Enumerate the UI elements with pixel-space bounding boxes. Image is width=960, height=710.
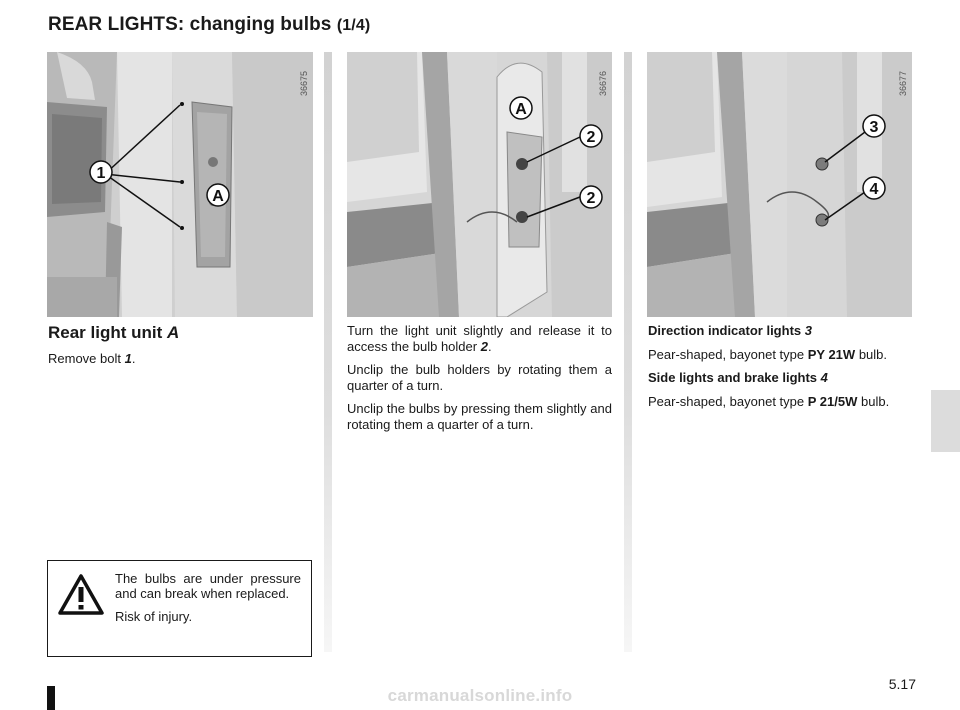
svg-text:2: 2 <box>587 190 596 207</box>
instruction-unclip-holders: Unclip the bulb holders by rotating them… <box>347 362 612 393</box>
figure-bulb-types: 3 4 36677 <box>647 52 912 317</box>
leader-line <box>104 104 181 175</box>
warning-risk: Risk of injury. <box>115 609 193 624</box>
leader-line <box>526 196 581 218</box>
leader-line <box>104 173 181 228</box>
callout-1: 1 <box>89 160 113 184</box>
svg-text:1: 1 <box>97 165 106 182</box>
leader-line <box>104 173 181 183</box>
instruction-turn-light-unit: Turn the light unit slightly and release… <box>347 323 612 354</box>
callout-3: 3 <box>862 114 886 138</box>
column-1-text: Rear light unit A Remove bolt 1. <box>48 323 312 374</box>
page-number: 5.17 <box>888 676 916 692</box>
figure-1-illustration: 1 A <box>47 52 313 317</box>
corner-mark <box>47 686 55 710</box>
bulb-spec-side-brake: Pear-shaped, bayonet type P 21/5W bulb. <box>648 393 890 409</box>
page-title: REAR LIGHTS: changing bulbs (1/4) <box>48 14 371 35</box>
warning-text: The bulbs are under pressure and can bre… <box>115 571 301 632</box>
figure-bulb-holder-access: A 2 2 36676 <box>347 52 612 317</box>
svg-text:A: A <box>212 188 224 205</box>
figure-2-illustration: A 2 2 <box>347 52 612 317</box>
svg-text:2: 2 <box>587 129 596 146</box>
column-separator <box>324 52 332 652</box>
instruction-unclip-bulbs: Unclip the bulbs by pressing them slight… <box>347 401 612 432</box>
svg-text:4: 4 <box>870 181 879 198</box>
section-thumb-tab <box>931 390 960 452</box>
column-3-text: Direction indicator lights 3 Pear-shaped… <box>648 323 913 417</box>
callout-A: A <box>509 96 533 120</box>
figure-rear-light-unit: 1 A 36675 <box>47 52 313 317</box>
figure-3-illustration: 3 4 <box>647 52 912 317</box>
callout-2-lower: 2 <box>579 185 603 209</box>
figure-reference-number: 36676 <box>598 70 608 96</box>
bulb-spec-indicator: Pear-shaped, bayonet type PY 21W bulb. <box>648 346 888 362</box>
leader-line <box>824 191 866 221</box>
figure-reference-number: 36675 <box>299 70 309 96</box>
page-title-part: (1/4) <box>336 17 371 34</box>
callout-4: 4 <box>862 176 886 200</box>
column-2-text: Turn the light unit slightly and release… <box>347 323 612 440</box>
heading-direction-indicator: Direction indicator lights 3 <box>648 323 812 338</box>
column-separator <box>624 52 632 652</box>
heading-side-brake-lights: Side lights and brake lights 4 <box>648 370 828 385</box>
svg-text:3: 3 <box>870 119 879 136</box>
warning-message: The bulbs are under pressure and can bre… <box>115 571 301 601</box>
warning-box: The bulbs are under pressure and can bre… <box>47 560 312 657</box>
callout-2-upper: 2 <box>579 124 603 148</box>
watermark: carmanualsonline.info <box>387 686 573 705</box>
figure-reference-number: 36677 <box>898 70 908 96</box>
svg-text:A: A <box>515 101 527 118</box>
section-heading: Rear light unit A <box>48 323 180 342</box>
leader-line <box>526 136 581 163</box>
callout-A: A <box>206 183 230 207</box>
leader-line <box>824 131 866 163</box>
instruction-remove-bolt: Remove bolt 1. <box>48 350 136 366</box>
warning-triangle-icon <box>58 574 104 615</box>
